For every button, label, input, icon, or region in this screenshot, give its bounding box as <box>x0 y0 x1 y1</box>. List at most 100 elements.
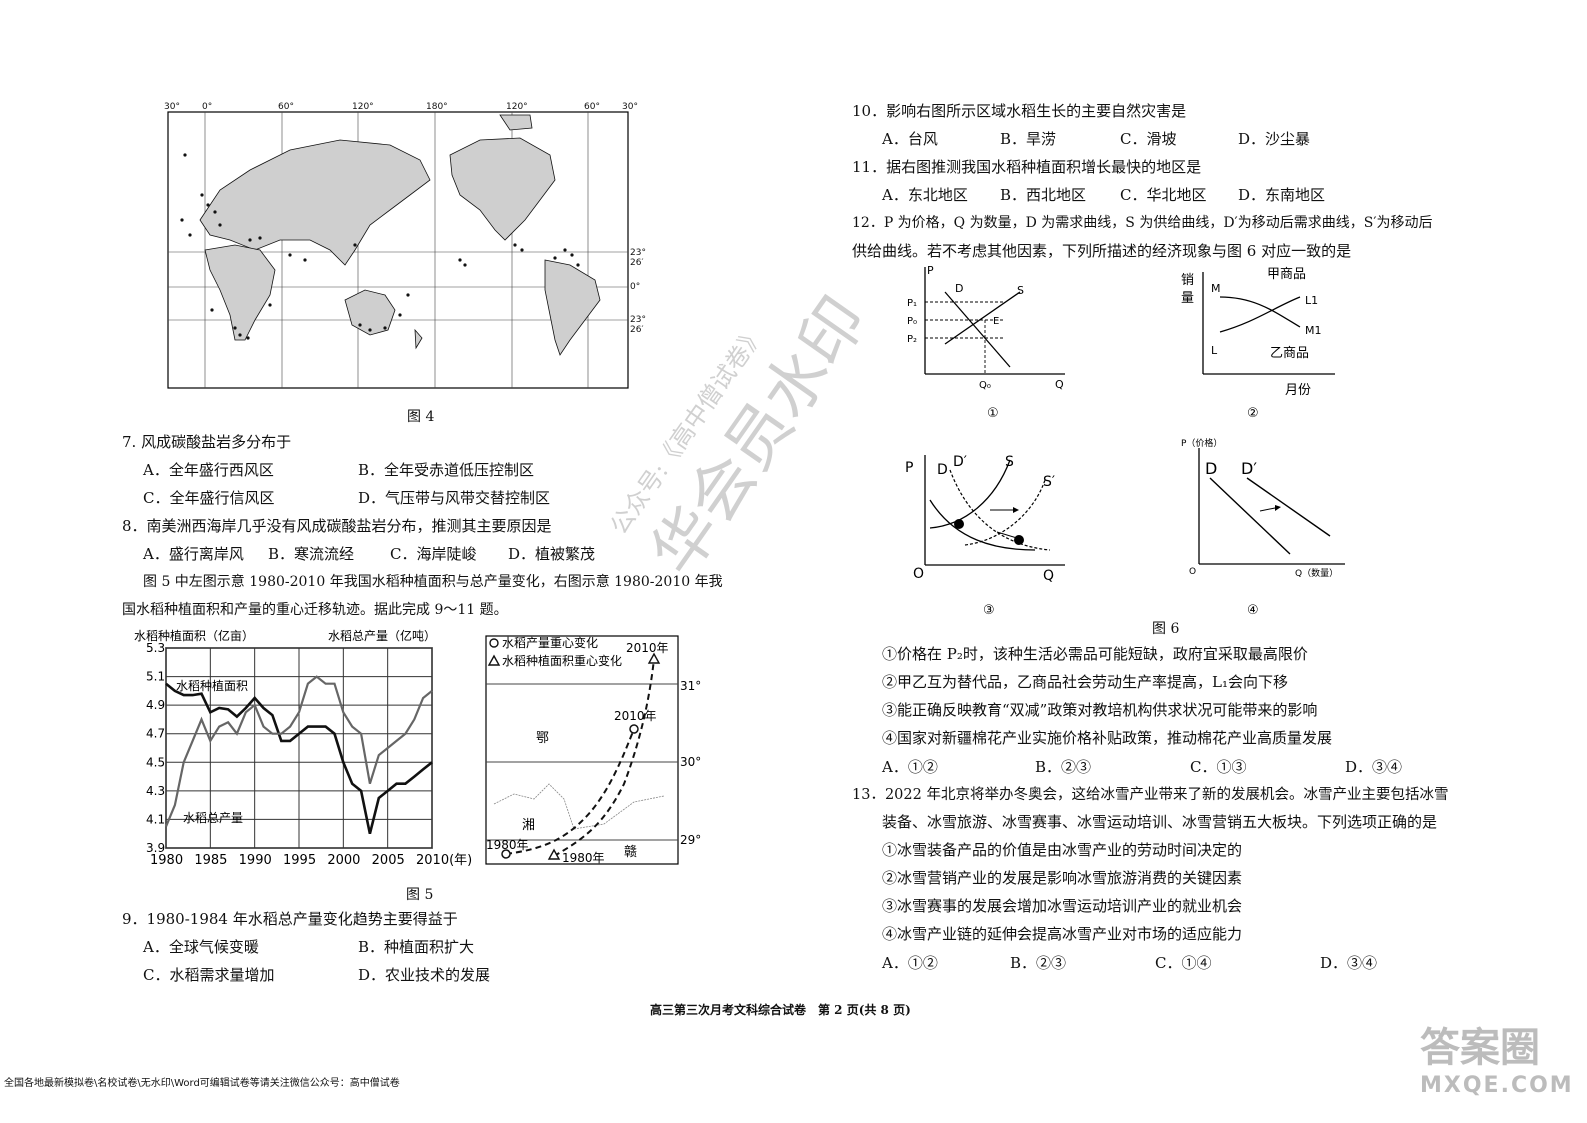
svg-text:L: L <box>1211 344 1218 357</box>
q12-item-3: ③能正确反映教育“双减”政策对教培机构供求状况可能带来的影响 <box>882 701 1318 719</box>
svg-text:M1: M1 <box>1305 324 1322 337</box>
q13-line2: 装备、冰雪旅游、冰雪赛事、冰雪运动培训、冰雪营销五大板块。下列选项正确的是 <box>882 813 1438 831</box>
svg-text:D′: D′ <box>1241 459 1257 478</box>
svg-text:④: ④ <box>1247 603 1259 618</box>
q8-option-d[interactable]: D．植被繁茂 <box>508 545 596 563</box>
map-lon-label: 60° <box>278 102 294 112</box>
lat-label-equator: 0° <box>630 282 641 292</box>
svg-text:③: ③ <box>983 603 995 618</box>
series-line-1 <box>164 675 433 828</box>
q11-option-a[interactable]: A．东北地区 <box>882 186 968 204</box>
svg-text:D: D <box>937 462 948 478</box>
series-line-0 <box>165 682 433 835</box>
q9-option-a[interactable]: A．全球气候变暖 <box>143 938 259 956</box>
lat-31: 31° <box>680 679 701 693</box>
fig6-graph-3: P O Q D D′ S S′ ③ <box>895 440 1085 620</box>
q12-item-2: ②甲乙互为替代品，乙商品社会劳动生产率提高，L₁会向下移 <box>882 673 1288 691</box>
year-1980-output: 1980年 <box>486 838 529 852</box>
svg-text:P₂: P₂ <box>907 334 917 345</box>
svg-text:乙商品: 乙商品 <box>1270 346 1309 361</box>
svg-text:P（价格）: P（价格） <box>1181 437 1222 449</box>
province-e: 鄂 <box>536 731 549 746</box>
q12-line2: 供给曲线。若不考虑其他因素，下列所描述的经济现象与图 6 对应一致的是 <box>852 242 1352 260</box>
y-tick-label: 4.9 <box>146 698 165 712</box>
q7-option-c[interactable]: C．全年盛行信风区 <box>143 489 275 507</box>
svg-text:S: S <box>1017 284 1024 297</box>
q7-option-b[interactable]: B．全年受赤道低压控制区 <box>358 461 535 479</box>
q13-option-b[interactable]: B．②③ <box>1010 954 1067 972</box>
map-lon-label: 120° <box>506 102 528 112</box>
year-1980-area: 1980年 <box>562 851 605 865</box>
svg-text:P₀: P₀ <box>907 316 917 327</box>
svg-text:O: O <box>1189 567 1196 577</box>
svg-text:S′: S′ <box>1043 474 1055 490</box>
q10-option-a[interactable]: A．台风 <box>882 130 938 148</box>
svg-text:D: D <box>1205 459 1217 478</box>
q9-stem: 9．1980-1984 年水稻总产量变化趋势主要得益于 <box>122 910 458 928</box>
svg-text:M: M <box>1211 282 1221 295</box>
year-2010-output: 2010年 <box>614 709 657 723</box>
q10-option-c[interactable]: C．滑坡 <box>1120 130 1177 148</box>
q11-option-b[interactable]: B．西北地区 <box>1000 186 1087 204</box>
q7-option-d[interactable]: D．气压带与风带交替控制区 <box>358 489 551 507</box>
q12-option-d[interactable]: D．③④ <box>1345 758 1403 776</box>
x-tick-label: 2005 <box>372 853 405 868</box>
q12-option-b[interactable]: B．②③ <box>1035 758 1092 776</box>
map-lon-label: 180° <box>426 102 448 112</box>
svg-text:O: O <box>913 566 924 582</box>
q12-option-c[interactable]: C．①③ <box>1190 758 1247 776</box>
q7-stem: 7. 风成碳酸盐岩多分布于 <box>122 433 292 451</box>
q8-option-a[interactable]: A．盛行离岸风 <box>143 545 244 563</box>
q9-option-d[interactable]: D．农业技术的发展 <box>358 966 491 984</box>
q11-option-d[interactable]: D．东南地区 <box>1238 186 1326 204</box>
y-tick-label: 4.5 <box>146 755 165 769</box>
q8-option-b[interactable]: B．寒流流经 <box>268 545 355 563</box>
q9-option-b[interactable]: B．种植面积扩大 <box>358 938 475 956</box>
q12-item-1: ①价格在 P₂时，该种生活必需品可能短缺，政府宜采取最高限价 <box>882 645 1308 663</box>
q9-option-c[interactable]: C．水稻需求量增加 <box>143 966 275 984</box>
q11-option-c[interactable]: C．华北地区 <box>1120 186 1207 204</box>
svg-text:②: ② <box>1247 406 1259 421</box>
province-gan: 赣 <box>624 845 637 860</box>
watermark-text: 公众号:《高中僧试卷》 华会员水印 <box>604 284 882 589</box>
q11-stem: 11．据右图推测我国水稻种植面积增长最快的地区是 <box>852 158 1202 176</box>
fig6-graph-1: P Q D S E P₁ P₀ P₂ Q₀ ① <box>895 262 1085 422</box>
q10-stem: 10．影响右图所示区域水稻生长的主要自然灾害是 <box>852 102 1187 120</box>
q10-option-d[interactable]: D．沙尘暴 <box>1238 130 1311 148</box>
x-tick-label: 1980 <box>150 853 183 868</box>
y-tick-label: 5.1 <box>146 670 165 684</box>
intro-fig5-line1: 图 5 中左图示意 1980-2010 年我国水稻种植面积与总产量变化，右图示意… <box>143 574 723 590</box>
q13-item-4: ④冰雪产业链的延伸会提高冰雪产业对市场的适应能力 <box>882 925 1243 943</box>
svg-text:Q: Q <box>1043 568 1054 584</box>
svg-text:P: P <box>927 264 934 277</box>
q7-option-a[interactable]: A．全年盛行西风区 <box>143 461 274 479</box>
svg-text:D: D <box>955 282 963 295</box>
world-map-svg: 30°0°60°120°180°120°60°30° <box>164 102 638 389</box>
q10-option-b[interactable]: B．旱涝 <box>1000 130 1057 148</box>
q13-option-c[interactable]: C．①④ <box>1155 954 1212 972</box>
y-tick-label: 3.9 <box>146 841 165 855</box>
x-tick-label: 1995 <box>283 853 316 868</box>
svg-text:Q: Q <box>1055 378 1064 391</box>
q8-stem: 8．南美洲西海岸几乎没有风成碳酸盐岩分布，推测其主要原因是 <box>122 517 552 535</box>
q12-option-a[interactable]: A．①② <box>882 758 938 776</box>
q13-option-d[interactable]: D．③④ <box>1320 954 1378 972</box>
rice-line-chart: 水稻种植面积（亿亩） 水稻总产量（亿吨） 5.35.14.94.74.54.34… <box>134 628 472 868</box>
svg-text:销: 销 <box>1181 273 1194 288</box>
year-2010-area: 2010年 <box>626 641 669 655</box>
q8-option-c[interactable]: C．海岸陡峻 <box>390 545 477 563</box>
svg-text:量: 量 <box>1181 291 1194 306</box>
svg-text:S: S <box>1005 454 1014 470</box>
y-tick-label: 4.7 <box>146 727 165 741</box>
figure-6-caption: 图 6 <box>1152 621 1180 637</box>
x-tick-label: 2000 <box>327 853 360 868</box>
lat-label-tropic-north: 23° 26′ <box>630 248 646 268</box>
q13-option-a[interactable]: A．①② <box>882 954 938 972</box>
q12-line1: 12．P 为价格，Q 为数量，D 为需求曲线，S 为供给曲线，D′为移动后需求曲… <box>852 215 1433 231</box>
x-tick-label: 2010(年) <box>416 853 472 868</box>
svg-text:①: ① <box>987 406 999 421</box>
figure-5-caption: 图 5 <box>406 887 434 903</box>
series-label-output: 水稻总产量 <box>183 811 243 825</box>
ylabel-area: 水稻种植面积（亿亩） <box>134 628 254 643</box>
